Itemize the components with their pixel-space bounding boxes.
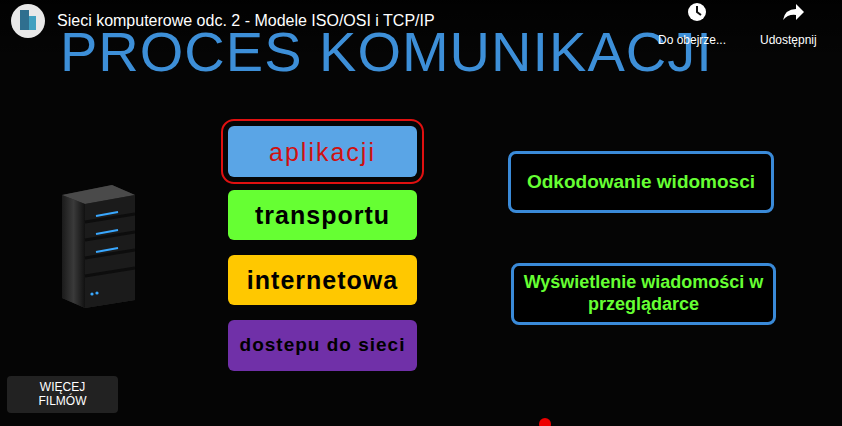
box-text: Odkodowanie widomosci xyxy=(527,171,755,194)
box-text: dostepu do sieci xyxy=(240,334,406,357)
progress-dot xyxy=(539,418,551,426)
watch-later-label: Do obejrze... xyxy=(658,33,726,47)
step-box: Odkodowanie widomosci xyxy=(508,151,774,213)
layer-box: dostepu do sieci xyxy=(228,320,417,371)
layer-box: aplikacji xyxy=(228,126,417,177)
share-label: Udostępnij xyxy=(760,33,817,47)
video-title: Sieci komputerowe odc. 2 - Modele ISO/OS… xyxy=(57,12,435,30)
box-text: Wyświetlenie wiadomości w przeglądarce xyxy=(522,272,765,315)
share-icon xyxy=(783,4,804,20)
box-text: aplikacji xyxy=(269,137,376,167)
box-text: internetowa xyxy=(247,265,398,295)
slide-heading: PROCES KOMUNIKACJI xyxy=(60,24,713,80)
clock-icon xyxy=(688,3,706,21)
step-box: Wyświetlenie wiadomości w przeglądarce xyxy=(511,263,776,325)
more-videos-button: WIĘCEJ FILMÓW xyxy=(7,376,118,413)
layer-box: internetowa xyxy=(228,255,417,305)
box-text: transportu xyxy=(255,200,390,230)
box-text: WIĘCEJ FILMÓW xyxy=(15,380,110,409)
server-icon xyxy=(62,185,135,308)
layer-box: transportu xyxy=(228,190,417,240)
channel-avatar xyxy=(11,4,45,38)
